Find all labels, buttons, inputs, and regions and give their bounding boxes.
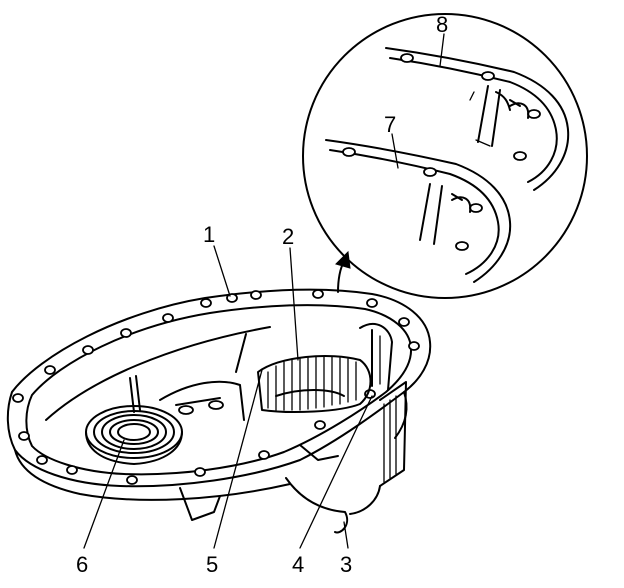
bolt-holes <box>12 289 420 485</box>
callout-2: 2 <box>282 224 294 249</box>
callout-7: 7 <box>384 112 396 137</box>
inset-detail <box>302 13 588 299</box>
leader-lines <box>83 33 445 549</box>
pinion-seal <box>85 405 183 465</box>
callout-1: 1 <box>203 222 215 247</box>
callout-6: 6 <box>76 552 88 577</box>
callout-labels: 1 2 3 4 5 6 7 8 <box>76 12 448 577</box>
callout-8: 8 <box>436 12 448 37</box>
housing-cover <box>6 288 432 534</box>
ring-gear <box>257 355 372 413</box>
callout-4: 4 <box>292 552 304 577</box>
callout-5: 5 <box>206 552 218 577</box>
callout-3: 3 <box>340 552 352 577</box>
